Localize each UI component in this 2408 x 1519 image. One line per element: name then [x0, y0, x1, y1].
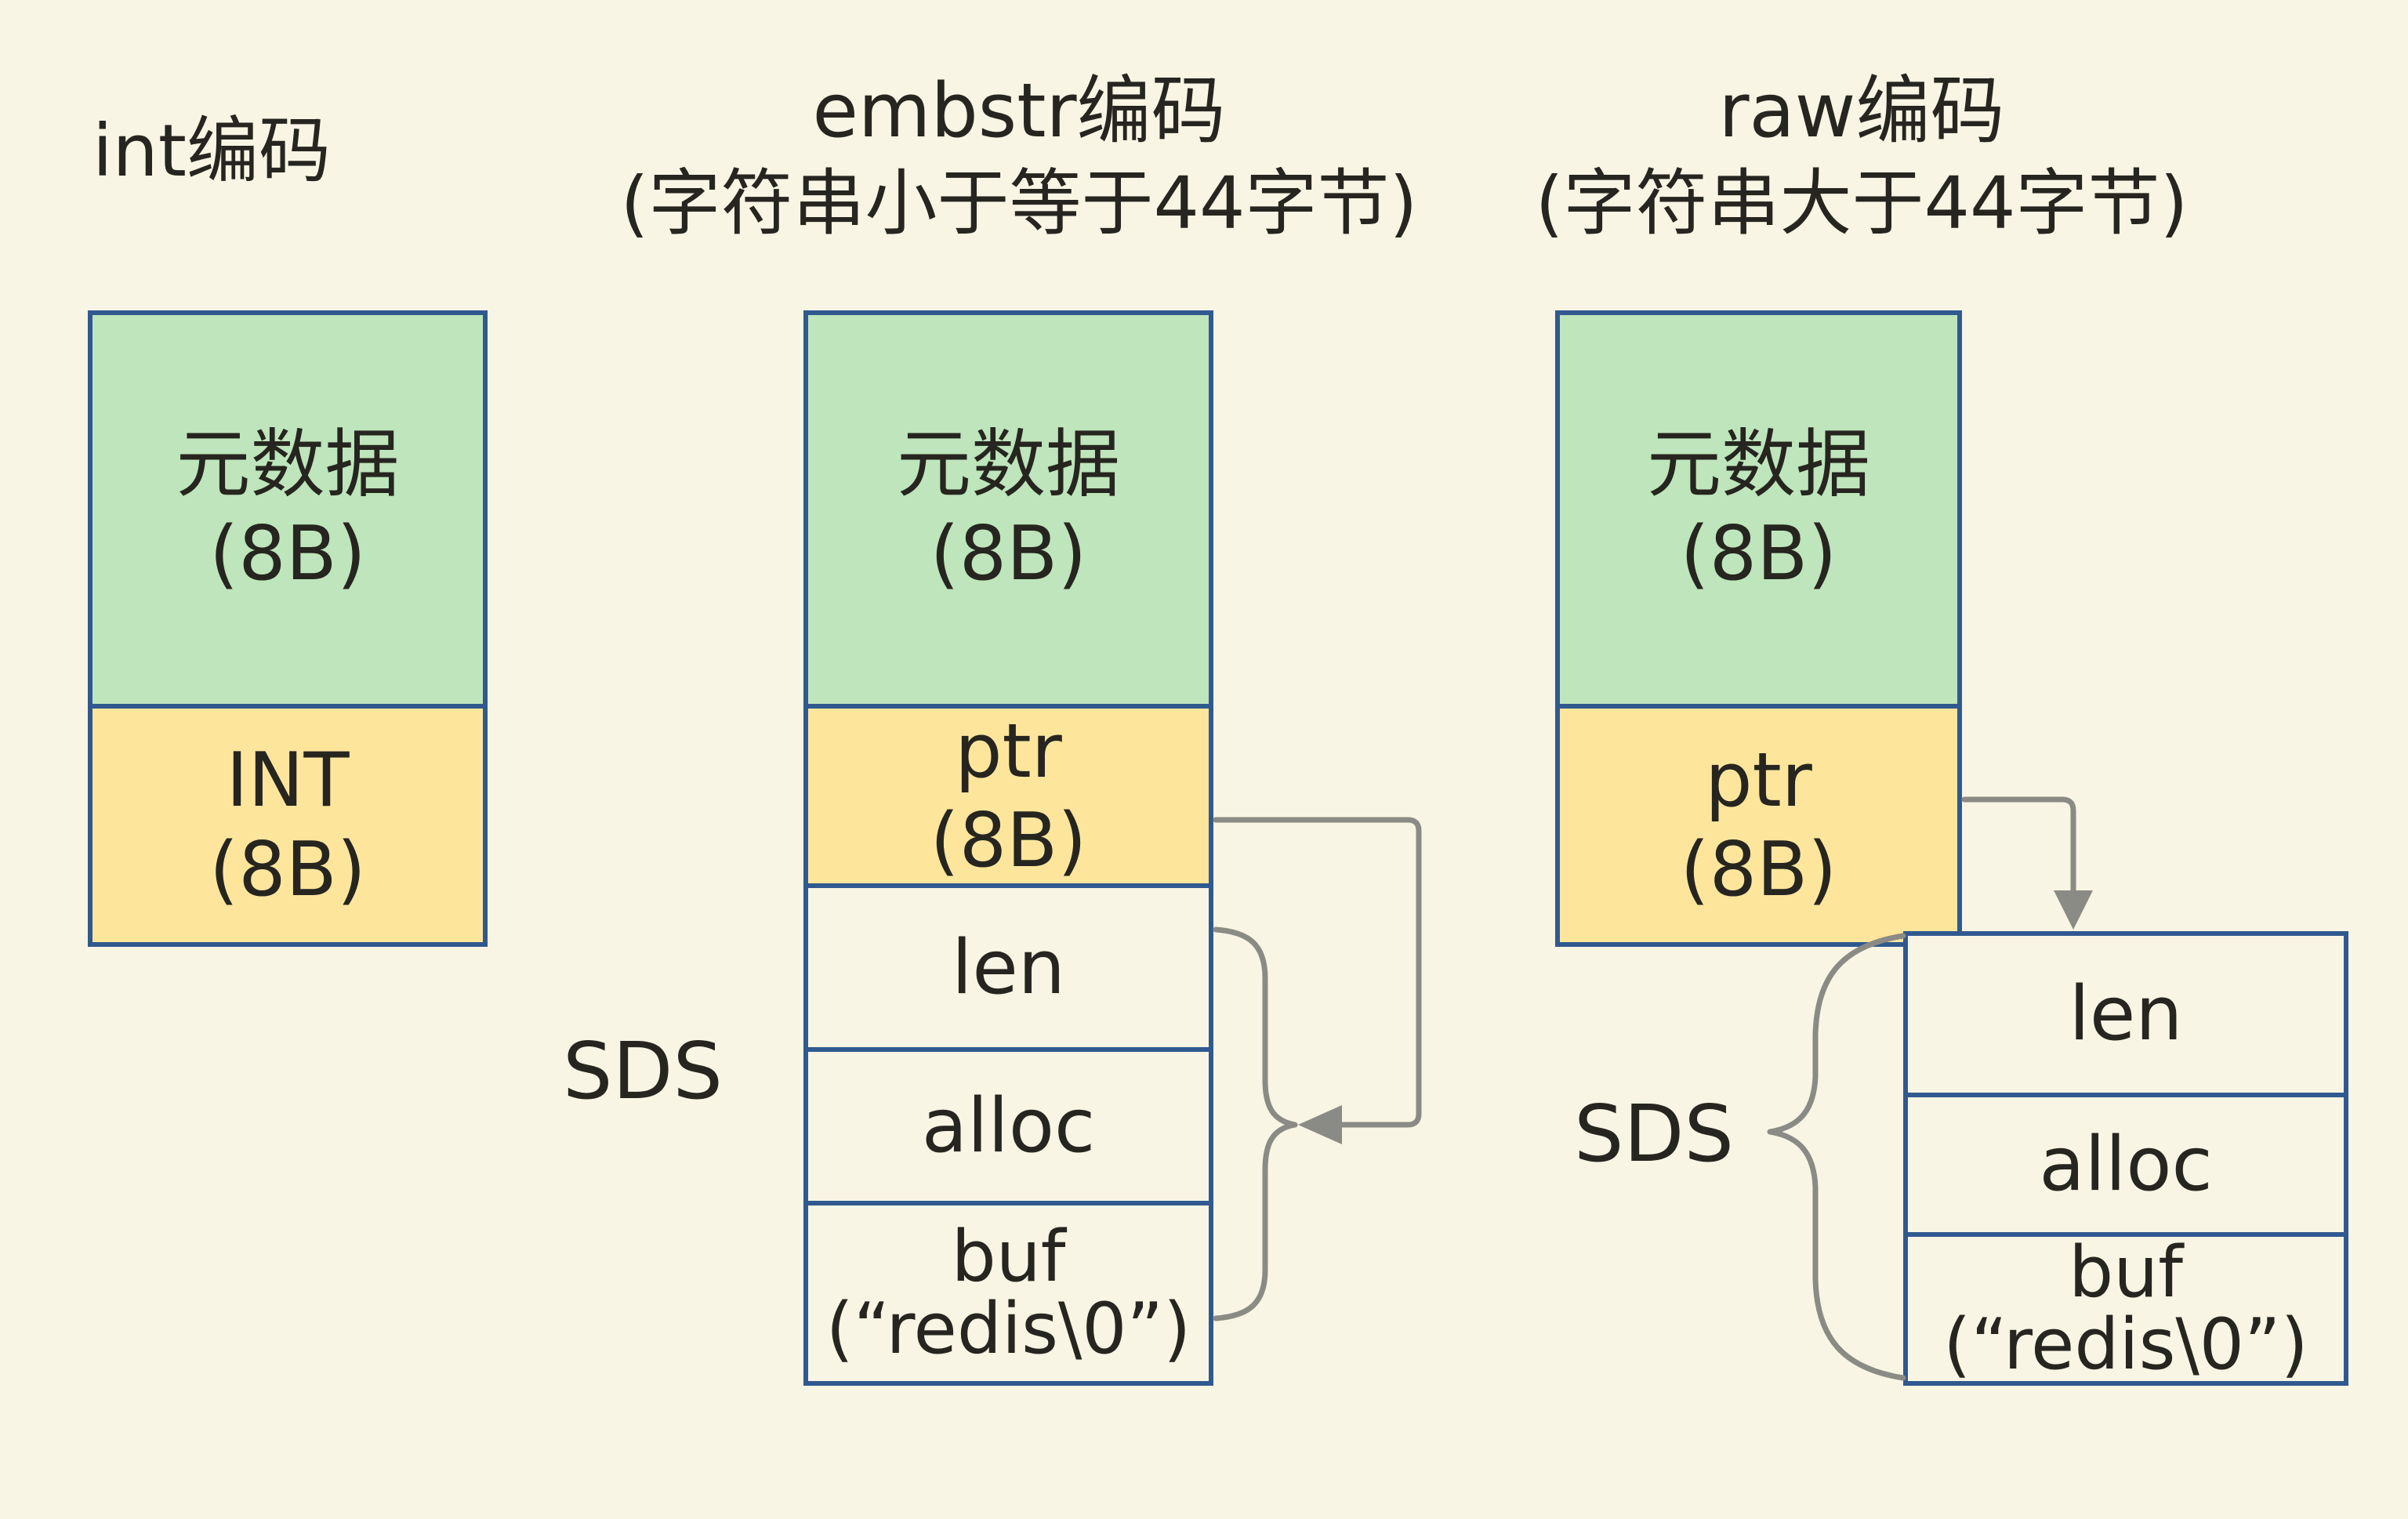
ptr-size: (8B): [1680, 827, 1837, 913]
ptr-label: ptr: [1705, 738, 1812, 824]
raw-encoding-header: raw编码 (字符串大于44字节): [1470, 68, 2254, 246]
metadata-size: (8B): [209, 511, 366, 597]
embstr-sds-label: SDS: [563, 1025, 723, 1117]
metadata-label: 元数据: [896, 422, 1120, 508]
raw-metadata-cell: 元数据 (8B): [1560, 315, 1957, 704]
metadata-label: 元数据: [1646, 422, 1870, 508]
raw-encoding-subtitle: (字符串大于44字节): [1535, 161, 2189, 246]
raw-sds-brace: [1767, 933, 1906, 1381]
embstr-ptr-cell: ptr (8B): [808, 704, 1209, 884]
metadata-size: (8B): [930, 511, 1087, 597]
embstr-buf-cell: buf (“redis\0”): [808, 1201, 1209, 1381]
int-encoding-header: int编码: [92, 110, 331, 193]
raw-buf-cell: buf (“redis\0”): [1908, 1232, 2344, 1381]
embstr-encoding-title: embstr编码: [812, 68, 1226, 154]
embstr-ptr-pointer-line: [1213, 817, 1422, 1128]
raw-encoding-title: raw编码: [1718, 68, 2005, 154]
int-size: (8B): [209, 827, 366, 913]
int-metadata-cell: 元数据 (8B): [92, 315, 483, 704]
int-label: INT: [226, 738, 350, 824]
ptr-size: (8B): [930, 797, 1087, 884]
raw-ptr-cell: ptr (8B): [1560, 704, 1957, 942]
raw-object-box: 元数据 (8B) ptr (8B): [1555, 310, 1962, 947]
embstr-ptr-arrowhead-icon: [1298, 1105, 1342, 1144]
embstr-encoding-header: embstr编码 (字符串小于等于44字节): [549, 68, 1489, 246]
buf-label: buf: [2069, 1231, 2183, 1314]
len-label: len: [2069, 971, 2183, 1058]
buf-value: (“redis\0”): [1943, 1303, 2308, 1387]
raw-alloc-cell: alloc: [1908, 1093, 2344, 1233]
embstr-metadata-cell: 元数据 (8B): [808, 315, 1209, 704]
embstr-object-box: 元数据 (8B) ptr (8B) len alloc buf (“redis\…: [803, 310, 1213, 1386]
buf-label: buf: [951, 1216, 1066, 1299]
int-encoding-title: int编码: [92, 109, 331, 193]
alloc-label: alloc: [921, 1083, 1096, 1169]
metadata-size: (8B): [1680, 511, 1837, 597]
raw-len-cell: len: [1908, 936, 2344, 1093]
ptr-label: ptr: [955, 708, 1062, 795]
embstr-encoding-subtitle: (字符串小于等于44字节): [620, 161, 1418, 246]
len-label: len: [951, 924, 1066, 1011]
embstr-sds-bracket: [1213, 926, 1298, 1321]
int-object-box: 元数据 (8B) INT (8B): [88, 310, 488, 947]
buf-value: (“redis\0”): [825, 1288, 1191, 1370]
raw-sds-box: len alloc buf (“redis\0”): [1903, 931, 2348, 1386]
raw-ptr-arrowhead-icon: [2054, 890, 2093, 930]
alloc-label: alloc: [2039, 1122, 2213, 1209]
embstr-len-cell: len: [808, 883, 1209, 1047]
embstr-alloc-cell: alloc: [808, 1047, 1209, 1201]
int-value-cell: INT (8B): [92, 704, 483, 942]
raw-sds-label: SDS: [1574, 1088, 1734, 1180]
raw-ptr-pointer-line: [1961, 796, 2076, 897]
metadata-label: 元数据: [176, 422, 400, 508]
